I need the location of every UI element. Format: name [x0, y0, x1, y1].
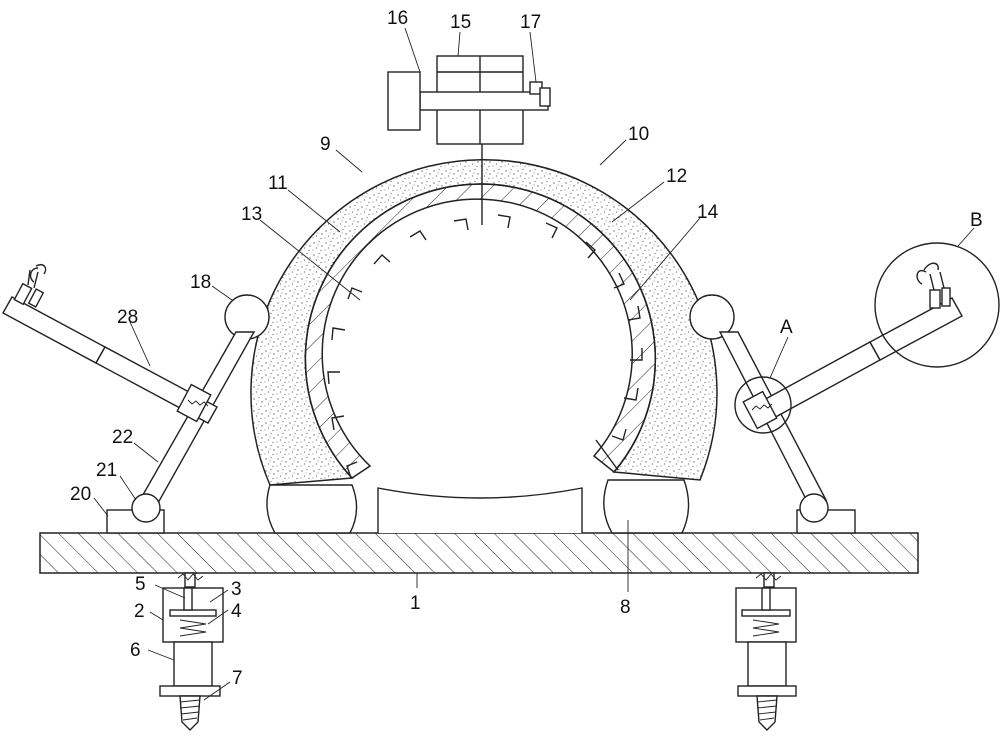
motor-block: [387, 71, 421, 131]
label-A: A: [780, 317, 793, 338]
inner-teeth: [327, 214, 643, 479]
knob: [539, 87, 551, 107]
label-10: 10: [628, 124, 649, 145]
label-28: 28: [117, 307, 138, 328]
left-arm: [2, 264, 218, 424]
label-12: 12: [666, 166, 687, 187]
label-14: 14: [697, 202, 719, 223]
label-20: 20: [70, 484, 91, 505]
label-1: 1: [410, 593, 421, 614]
ring-gap-right: [595, 439, 619, 471]
label-17: 17: [520, 12, 541, 33]
part-labels: 16 15 17 9 10 11 12 13 14 18 28 22 21 20…: [70, 8, 983, 689]
inner-ring: [304, 183, 657, 479]
label-6: 6: [130, 640, 141, 661]
label-2: 2: [134, 601, 145, 622]
label-4: 4: [231, 601, 242, 622]
label-15: 15: [450, 12, 471, 33]
right-mount: [796, 493, 856, 534]
label-5: 5: [135, 574, 146, 595]
left-foot-assembly: [159, 572, 224, 731]
label-21: 21: [96, 460, 117, 481]
label-18: 18: [190, 272, 211, 293]
right-foot-assembly: [735, 572, 797, 731]
label-B: B: [970, 210, 983, 231]
label-7: 7: [232, 668, 243, 689]
ring-foot-right: [603, 479, 690, 534]
left-mount: [106, 493, 165, 534]
detail-circle-b: [874, 242, 1000, 368]
pivot-ball-right: [689, 294, 735, 340]
detail-circle-a: [734, 376, 792, 434]
top-clamp: [387, 55, 551, 145]
right-arm: [742, 262, 963, 430]
label-11: 11: [268, 173, 288, 194]
base-plate: [39, 532, 919, 574]
label-8: 8: [620, 597, 631, 618]
ring-foot-left: [266, 484, 358, 534]
label-16: 16: [387, 8, 408, 29]
label-13: 13: [241, 204, 262, 225]
label-9: 9: [320, 134, 331, 155]
label-3: 3: [231, 579, 242, 600]
label-22: 22: [112, 427, 133, 448]
center-support: [377, 487, 583, 533]
leader-lines: [93, 27, 975, 701]
